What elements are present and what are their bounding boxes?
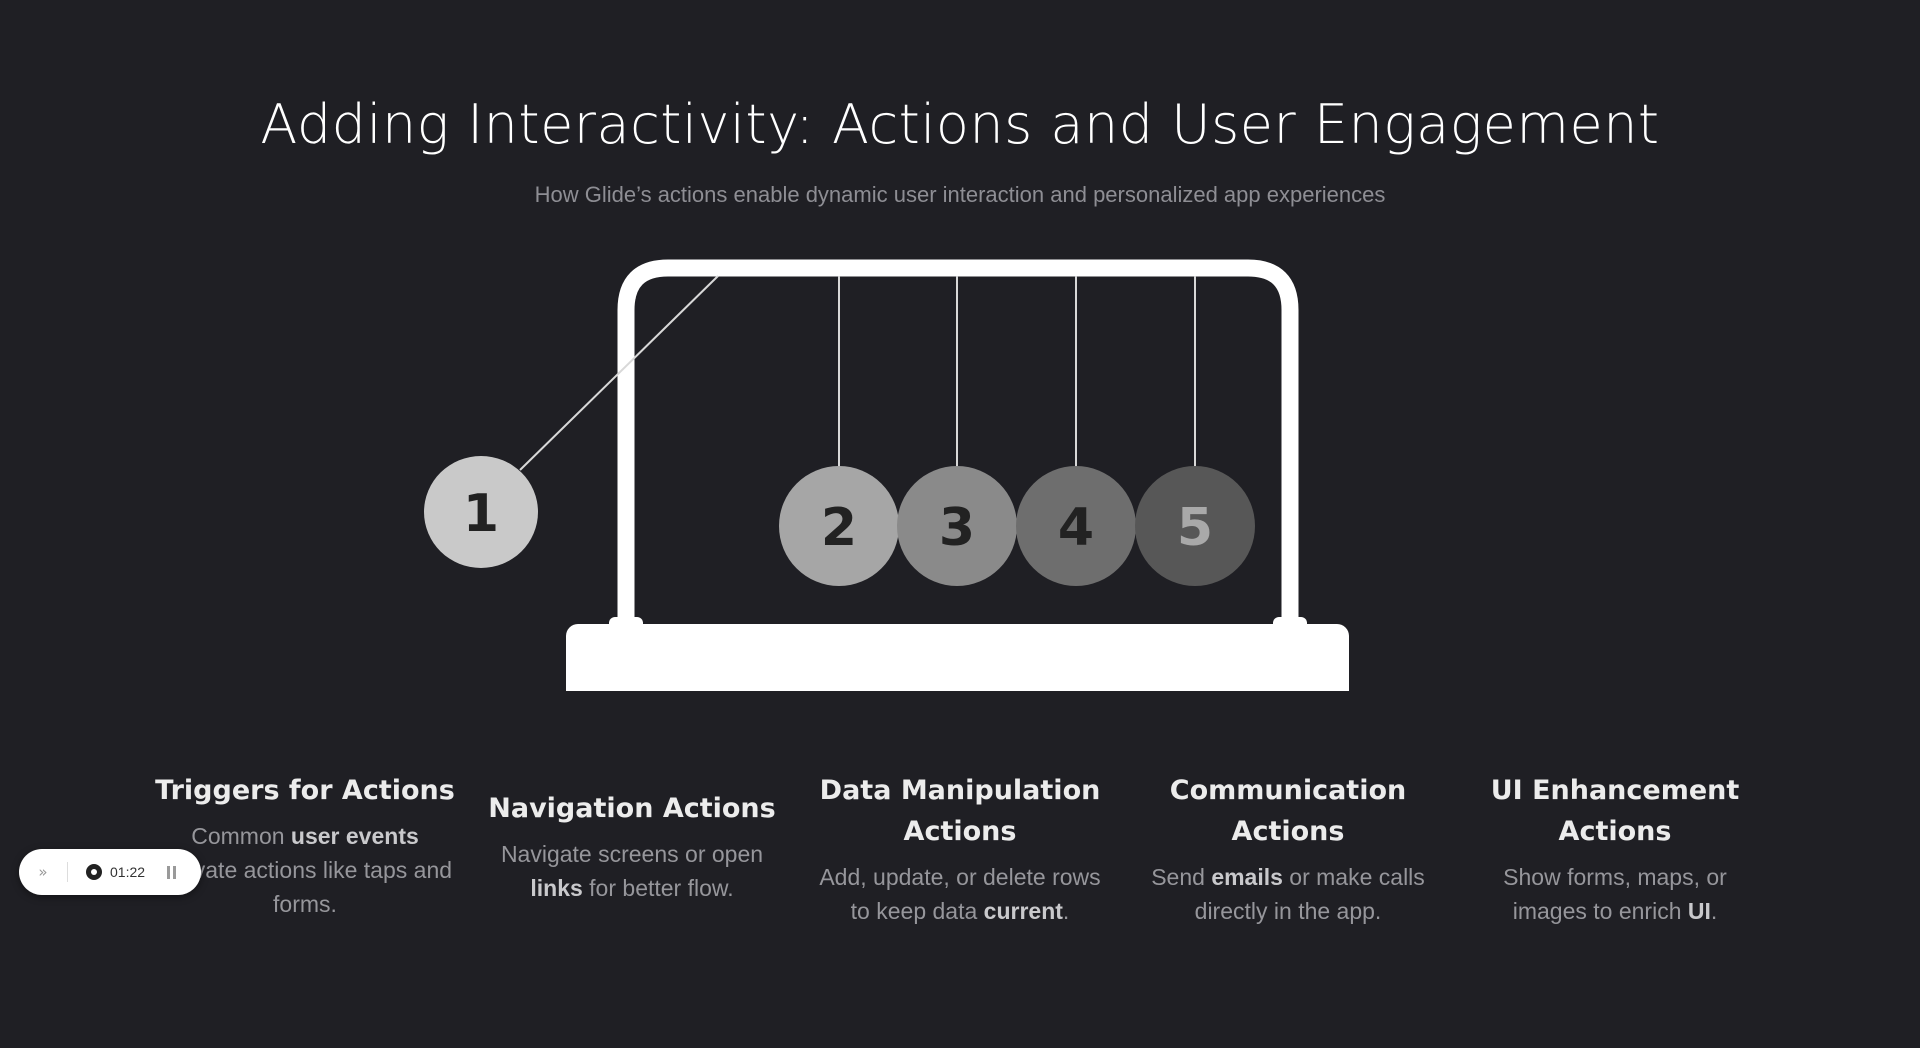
action-column-title: Triggers for Actions: [155, 775, 455, 806]
action-column-description: Common user events activate actions like…: [157, 823, 453, 917]
action-column-title: Data Manipulation Actions: [819, 775, 1101, 847]
record-icon[interactable]: [86, 864, 102, 880]
playback-control: » 01:22: [19, 849, 201, 895]
ball-label-3: 3: [939, 498, 975, 558]
action-column-title: Navigation Actions: [488, 793, 776, 824]
ball-3: [897, 466, 1017, 586]
emphasis: current: [983, 898, 1063, 924]
ball-label-5: 5: [1177, 498, 1213, 558]
string-1: [519, 275, 719, 471]
action-column-description: Navigate screens or open links for bette…: [500, 841, 764, 901]
ball-label-2: 2: [821, 498, 857, 558]
ball-label-4: 4: [1058, 498, 1094, 558]
newtons-cradle-illustration: 1 2 3 4 5: [424, 259, 1349, 691]
action-column-description: Send emails or make calls directly in th…: [1151, 864, 1425, 924]
emphasis: emails: [1211, 864, 1283, 890]
emphasis: UI: [1687, 898, 1711, 924]
ball-label-1: 1: [463, 484, 499, 544]
cradle-frame: [617, 259, 1299, 625]
emphasis: user events: [290, 823, 419, 849]
action-column-title: UI Enhancement Actions: [1490, 775, 1740, 847]
ball-1: [424, 456, 538, 568]
ball-4: [1016, 466, 1136, 586]
action-column-title: Communication Actions: [1169, 775, 1407, 847]
player-divider: [67, 862, 68, 882]
skip-forward-icon[interactable]: »: [38, 863, 48, 881]
emphasis: links: [530, 875, 583, 901]
ball-5: [1135, 466, 1255, 586]
slide-title: Adding Interactivity: Actions and User E…: [260, 93, 1660, 156]
ball-2: [779, 466, 899, 586]
action-column-description: Add, update, or delete rows to keep data…: [819, 864, 1101, 924]
recording-time: 01:22: [110, 864, 146, 880]
pause-icon[interactable]: [167, 865, 177, 879]
action-column-description: Show forms, maps, or images to enrich UI…: [1503, 864, 1727, 924]
slide-subtitle: How Glide’s actions enable dynamic user …: [534, 182, 1386, 207]
